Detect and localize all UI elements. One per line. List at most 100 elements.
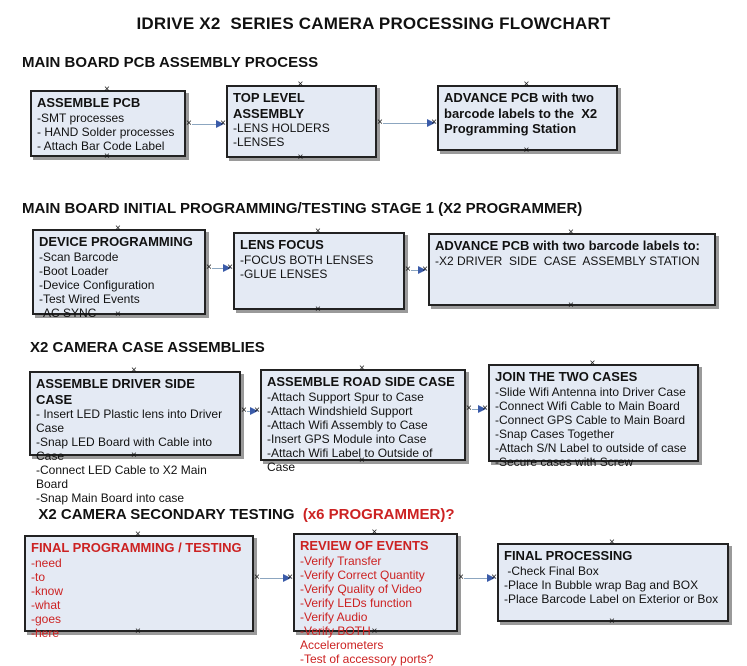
arrow-right-icon bbox=[283, 574, 292, 582]
section-header-black-part: X2 CAMERA SECONDARY TESTING bbox=[38, 506, 303, 523]
box-item: -Place In Bubble wrap Bag and BOX bbox=[504, 577, 699, 592]
box-item: -Snap LED Board with Cable into Case bbox=[36, 435, 216, 464]
box-items: -Check Final Box-Place In Bubble wrap Ba… bbox=[504, 564, 722, 606]
box-item: -Verify Transfer bbox=[300, 553, 382, 568]
anchor-x-icon: × bbox=[254, 572, 260, 583]
box-item: -Snap Main Board into case bbox=[36, 491, 185, 506]
box-item: -GLUE LENSES bbox=[240, 266, 328, 281]
flow-box-top-level-assembly: TOP LEVEL ASSEMBLY -LENS HOLDERS-LENSES … bbox=[226, 80, 377, 163]
box-item: -here bbox=[31, 625, 60, 640]
flow-connector: ×× bbox=[458, 572, 497, 584]
anchor-x-icon: × bbox=[135, 529, 141, 540]
flow-connector: ×× bbox=[466, 403, 488, 415]
anchor-x-icon: × bbox=[431, 117, 437, 128]
box-title: ADVANCE PCB with two barcode labels to: bbox=[435, 238, 700, 253]
anchor-x-icon: × bbox=[104, 151, 110, 162]
connector-line bbox=[259, 577, 284, 579]
anchor-x-icon: × bbox=[131, 450, 137, 461]
box-item: -Connect Wifi Cable to Main Board bbox=[495, 398, 680, 413]
anchor-x-icon: × bbox=[482, 403, 488, 414]
flow-box-final-processing: FINAL PROCESSING -Check Final Box-Place … bbox=[497, 538, 729, 627]
box-item: -Verify Audio bbox=[300, 609, 368, 624]
arrow-right-icon bbox=[487, 574, 496, 582]
connector-line bbox=[463, 577, 488, 579]
anchor-x-icon: × bbox=[523, 79, 530, 90]
flow-box-assemble-pcb: ASSEMBLE PCB -SMT processes- HAND Solder… bbox=[30, 85, 186, 162]
anchor-x-icon: × bbox=[206, 262, 212, 273]
box-item: -Attach Support Spur to Case bbox=[267, 389, 424, 404]
box-item: -Insert GPS Module into Case bbox=[267, 431, 427, 446]
box-item: - Insert LED Plastic lens into Driver Ca… bbox=[36, 407, 226, 436]
anchor-x-icon: × bbox=[115, 223, 121, 234]
flow-box-advance-pcb-programming-station: ADVANCE PCB with two barcode labels to t… bbox=[437, 80, 618, 156]
anchor-x-icon: × bbox=[115, 309, 121, 320]
connector-line bbox=[471, 408, 479, 410]
box-item: -Verify Quality of Video bbox=[300, 581, 422, 596]
anchor-x-icon: × bbox=[589, 456, 596, 467]
box-title: DEVICE PROGRAMMING bbox=[39, 234, 193, 249]
anchor-x-icon: × bbox=[359, 455, 365, 466]
anchor-x-icon: × bbox=[131, 365, 137, 376]
box-item: -Attach S/N Label to outside of case bbox=[495, 440, 687, 455]
box-item: -AC SYNC bbox=[39, 305, 97, 320]
box-item: -FOCUS BOTH LENSES bbox=[240, 252, 374, 267]
anchor-x-icon: × bbox=[359, 363, 365, 374]
box-items: -Scan Barcode-Boot Loader-Device Configu… bbox=[39, 250, 199, 320]
arrow-right-icon bbox=[223, 264, 232, 272]
box-title: ASSEMBLE DRIVER SIDE CASE bbox=[36, 376, 199, 407]
section-header-initial-programming: MAIN BOARD INITIAL PROGRAMMING/TESTING S… bbox=[22, 200, 583, 217]
flow-box-advance-pcb-driver-side: ADVANCE PCB with two barcode labels to: … bbox=[428, 228, 716, 311]
box-title: LENS FOCUS bbox=[240, 237, 324, 252]
section-header-case-assemblies: X2 CAMERA CASE ASSEMBLIES bbox=[30, 339, 265, 356]
connector-line bbox=[191, 123, 217, 125]
flow-box-final-programming-testing: FINAL PROGRAMMING / TESTING -need-to-kno… bbox=[24, 530, 254, 640]
section-header-secondary-testing: X2 CAMERA SECONDARY TESTING (x6 PROGRAMM… bbox=[30, 489, 455, 523]
box-title: ASSEMBLE ROAD SIDE CASE bbox=[267, 374, 455, 389]
arrow-right-icon bbox=[427, 119, 436, 127]
anchor-x-icon: × bbox=[568, 300, 574, 311]
box-item: -Test Wired Events bbox=[39, 291, 140, 306]
box-item: -Connect LED Cable to X2 Main Board bbox=[36, 463, 211, 492]
section-header-red-part: (x6 PROGRAMMER)? bbox=[302, 506, 455, 523]
connector-line bbox=[246, 410, 251, 412]
anchor-x-icon: × bbox=[491, 572, 497, 583]
box-item: -Boot Loader bbox=[39, 263, 109, 278]
anchor-x-icon: × bbox=[227, 262, 233, 273]
box-item: -Attach Wifi Label to Outside of Case bbox=[267, 445, 436, 474]
box-title: JOIN THE TWO CASES bbox=[495, 369, 638, 384]
box-item: -Scan Barcode bbox=[39, 249, 119, 264]
box-title: ASSEMBLE PCB bbox=[37, 95, 141, 110]
box-title: REVIEW OF EVENTS bbox=[300, 538, 429, 553]
flow-connector: ×× bbox=[405, 264, 428, 276]
box-item: -to bbox=[31, 569, 46, 584]
box-item: -need bbox=[31, 555, 62, 570]
box-item: -LENS HOLDERS bbox=[233, 121, 330, 136]
box-title: TOP LEVEL ASSEMBLY bbox=[233, 90, 308, 121]
box-item: -know bbox=[31, 583, 64, 598]
box-item: -what bbox=[31, 597, 61, 612]
connector-line bbox=[410, 269, 419, 271]
box-items: -FOCUS BOTH LENSES-GLUE LENSES bbox=[240, 253, 398, 281]
anchor-x-icon: × bbox=[589, 358, 596, 369]
box-item: -Test of accessory ports? bbox=[300, 651, 434, 666]
anchor-x-icon: × bbox=[287, 572, 293, 583]
box-item: -Verify LEDs function bbox=[300, 595, 413, 610]
anchor-x-icon: × bbox=[315, 304, 321, 315]
connector-line bbox=[382, 122, 428, 124]
anchor-x-icon: × bbox=[523, 145, 530, 156]
anchor-x-icon: × bbox=[609, 537, 615, 548]
flow-connector: ×× bbox=[206, 262, 233, 274]
box-item: -X2 DRIVER SIDE CASE ASSEMBLY STATION bbox=[435, 253, 700, 268]
box-item: - Attach Bar Code Label bbox=[37, 138, 165, 153]
anchor-x-icon: × bbox=[297, 152, 304, 163]
connector-line bbox=[211, 267, 224, 269]
anchor-x-icon: × bbox=[371, 626, 378, 637]
anchor-x-icon: × bbox=[466, 403, 472, 414]
anchor-x-icon: × bbox=[104, 84, 110, 95]
box-item: -Connect GPS Cable to Main Board bbox=[495, 412, 686, 427]
box-items: - Insert LED Plastic lens into Driver Ca… bbox=[36, 407, 234, 505]
box-item: -Slide Wifi Antenna into Driver Case bbox=[495, 384, 686, 399]
box-item: -Check Final Box bbox=[504, 563, 599, 578]
flow-box-assemble-driver-side-case: ASSEMBLE DRIVER SIDE CASE - Insert LED P… bbox=[29, 366, 241, 505]
arrow-right-icon bbox=[216, 120, 225, 128]
